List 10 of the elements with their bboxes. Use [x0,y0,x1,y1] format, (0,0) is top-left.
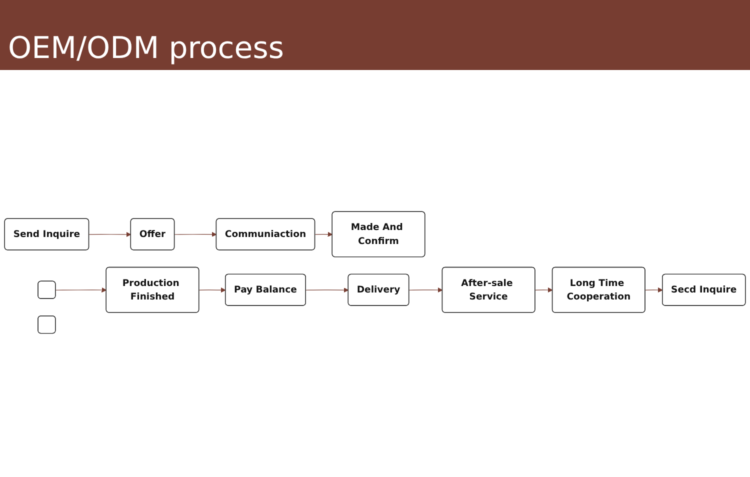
arrow [644,287,663,293]
arrow [55,287,107,293]
arrow [534,287,553,293]
arrow [198,288,226,293]
arrow [306,288,349,293]
arrow [314,232,333,237]
arrow [408,287,443,293]
title: OEM/ODM process [8,31,284,66]
arrow [174,232,217,237]
arrow [88,232,132,238]
